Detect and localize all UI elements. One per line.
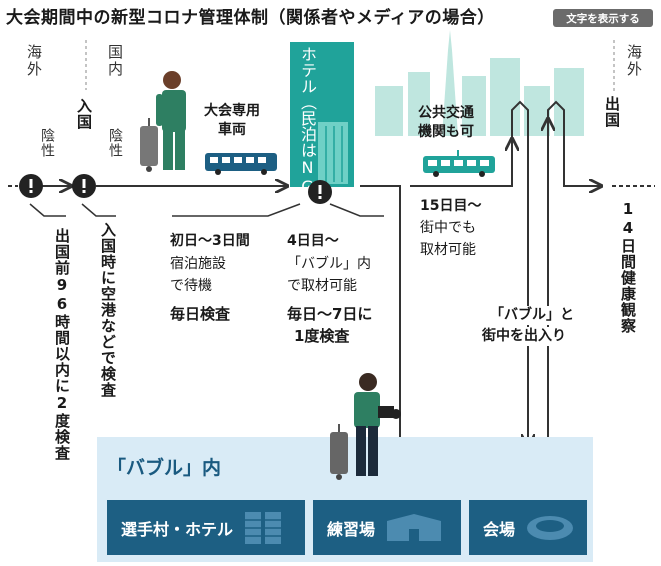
day15-body2: 取材可能 bbox=[420, 242, 476, 258]
warning-icon-3 bbox=[308, 180, 332, 204]
entry-label: 入国 bbox=[75, 98, 93, 130]
bubble-title: 「バブル」内 bbox=[107, 457, 222, 479]
stadium-icon bbox=[527, 515, 574, 540]
public-transport-line1: 公共交通 bbox=[418, 105, 474, 121]
dedicated-vehicle-line1: 大会専用 bbox=[204, 103, 260, 119]
negative-label-2: 陰性 bbox=[107, 128, 123, 158]
region-overseas-left: 海外 bbox=[25, 44, 43, 78]
bubble-move-line2: 街中を出入り bbox=[480, 327, 568, 346]
day4-title: 4日目〜 bbox=[287, 233, 339, 249]
public-transport-line2: 機関も可 bbox=[418, 124, 474, 140]
note-at-entry: 入国時に空港などで検査 bbox=[99, 222, 117, 398]
photographer-icon bbox=[330, 373, 401, 480]
show-text-button[interactable]: 文字を表示する bbox=[553, 9, 653, 27]
day1-3-title: 初日〜3日間 bbox=[170, 233, 250, 249]
page-title: 大会期間中の新型コロナ管理体制（関係者やメディアの場合） bbox=[6, 8, 495, 28]
venue-village-hotel-label: 選手村・ホテル bbox=[121, 519, 234, 539]
day1-3-body1: 宿泊施設 bbox=[170, 256, 226, 272]
venue-stadium: 会場 bbox=[469, 500, 587, 555]
day15-title: 15日目〜 bbox=[420, 198, 482, 214]
day4-bold1: 毎日〜7日に bbox=[287, 305, 373, 323]
building-icon bbox=[245, 511, 282, 544]
warning-icon-2 bbox=[72, 174, 96, 198]
day1-3-body2: で待機 bbox=[170, 278, 212, 294]
dedicated-vehicle-line2: 車両 bbox=[218, 122, 246, 138]
day4-body2: で取材可能 bbox=[287, 278, 357, 294]
day4-bold2: 1度検査 bbox=[294, 327, 350, 345]
negative-label-1: 陰性 bbox=[39, 128, 55, 158]
bubble-move-line1: 「バブル」と bbox=[488, 306, 576, 325]
region-overseas-right: 海外 bbox=[625, 44, 643, 78]
hotel-label: ホテル（民泊はNG） bbox=[298, 46, 317, 212]
bus-icon bbox=[205, 153, 277, 175]
region-domestic: 国内 bbox=[106, 44, 124, 78]
exit-label: 出国 bbox=[603, 96, 621, 128]
gym-icon bbox=[387, 513, 442, 541]
train-icon bbox=[423, 150, 495, 177]
hotel-building-icon bbox=[318, 122, 348, 184]
traveler-icon bbox=[140, 71, 186, 172]
venue-practice-label: 練習場 bbox=[327, 519, 376, 539]
day4-body1: 「バブル」内 bbox=[287, 256, 371, 272]
warning-icon-1 bbox=[19, 174, 43, 198]
venue-village-hotel: 選手村・ホテル bbox=[107, 500, 305, 555]
day1-3-bold: 毎日検査 bbox=[170, 305, 231, 323]
day15-body1: 街中でも bbox=[420, 220, 476, 236]
note-observation: 14日間健康観察 bbox=[619, 200, 637, 334]
venue-practice: 練習場 bbox=[313, 500, 461, 555]
venue-stadium-label: 会場 bbox=[483, 519, 516, 539]
note-pre-departure: 出国前96時間以内に2度検査 bbox=[53, 228, 71, 461]
